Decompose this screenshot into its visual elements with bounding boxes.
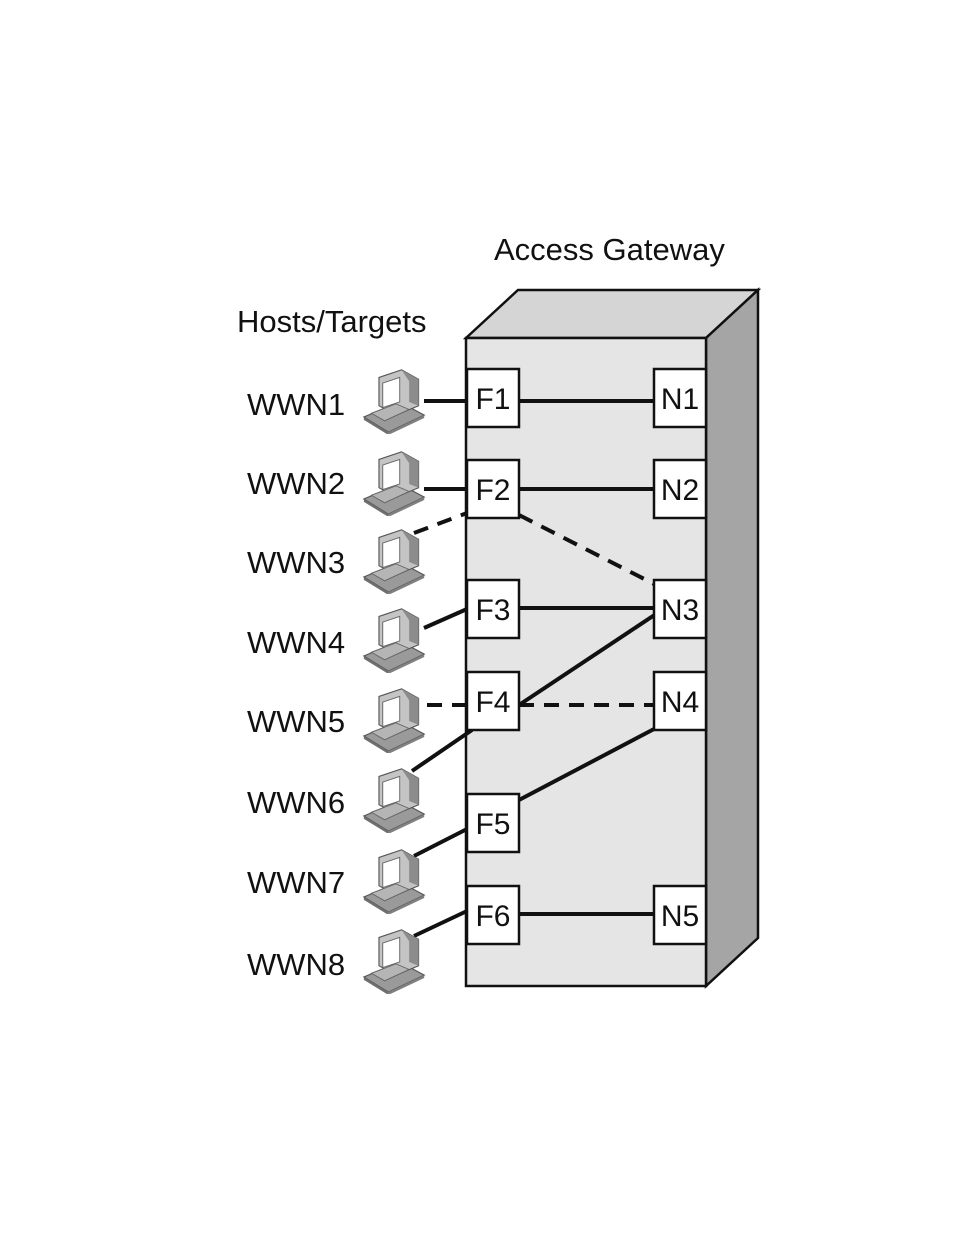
port-f4-label: F4 [475,686,510,719]
computer-icon [364,769,424,834]
host-label-wwn3: WWN3 [247,545,345,580]
computer-icon [364,452,424,517]
computer-icon [364,530,424,595]
computer-icon [364,689,424,754]
port-f6-label: F6 [475,900,510,933]
host-label-wwn2: WWN2 [247,466,345,501]
host-label-wwn5: WWN5 [247,704,345,739]
port-f2-label: F2 [475,474,510,507]
port-n5: N5 [654,886,706,944]
port-n3: N3 [654,580,706,638]
link-wwn4-f3 [424,609,467,628]
port-f1: F1 [467,369,519,427]
port-n4: N4 [654,672,706,730]
link-wwn7-f5 [414,829,467,856]
port-f6: F6 [467,886,519,944]
gateway-title: Access Gateway [494,232,725,267]
port-n4-label: N4 [661,686,699,719]
port-n3-label: N3 [661,594,699,627]
port-f5-label: F5 [475,808,510,841]
port-f3: F3 [467,580,519,638]
port-f5: F5 [467,794,519,852]
port-n2: N2 [654,460,706,518]
port-f1-label: F1 [475,383,510,416]
host-label-wwn4: WWN4 [247,625,345,660]
port-f4: F4 [467,672,519,730]
computer-icon [364,930,424,995]
port-n1-label: N1 [661,383,699,416]
computer-icon [364,609,424,674]
host-label-wwn7: WWN7 [247,865,345,900]
host-label-wwn1: WWN1 [247,387,345,422]
host-label-wwn6: WWN6 [247,785,345,820]
chassis-side-face [706,290,758,986]
port-n1: N1 [654,369,706,427]
link-wwn8-f6 [414,911,467,936]
port-n5-label: N5 [661,900,699,933]
link-wwn3-f2 [414,513,467,533]
host-computers [364,370,424,995]
hosts-title: Hosts/Targets [237,304,427,339]
port-n2-label: N2 [661,474,699,507]
port-f2: F2 [467,460,519,518]
computer-icon [364,850,424,915]
host-label-wwn8: WWN8 [247,947,345,982]
computer-icon [364,370,424,435]
port-f3-label: F3 [475,594,510,627]
